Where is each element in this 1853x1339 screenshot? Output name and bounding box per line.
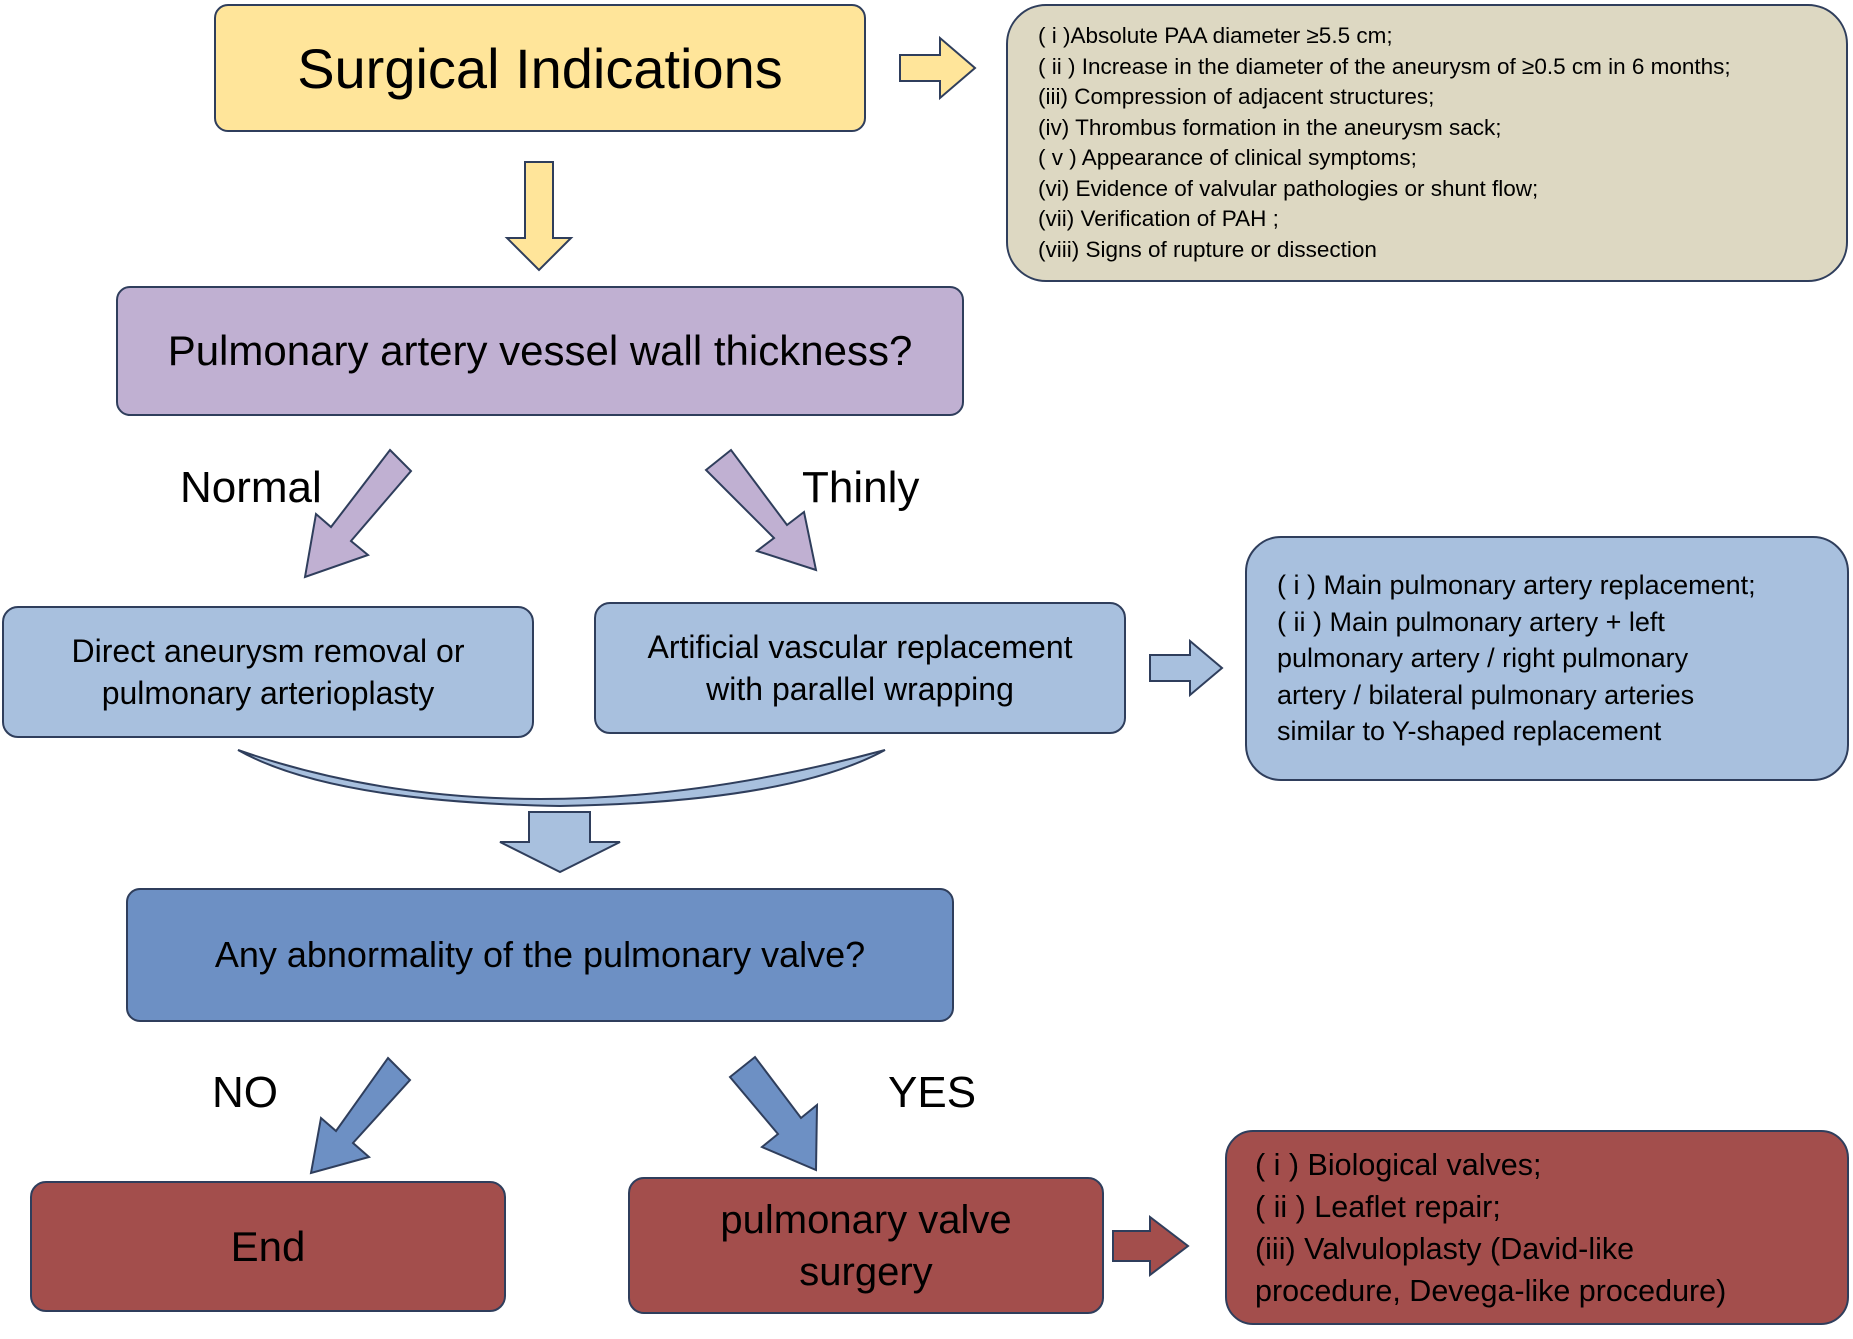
valve-option-item: ( ii ) Leaflet repair;: [1255, 1189, 1501, 1224]
replacement-option-item: similar to Y-shaped replacement: [1277, 716, 1662, 747]
artificial-replacement-line: with parallel wrapping: [706, 671, 1014, 707]
valve-question-label: Any abnormality of the pulmonary valve?: [214, 934, 866, 975]
arrow-down-valve: [499, 811, 621, 874]
indication-item: (iv) Thrombus formation in the aneurysm …: [1038, 114, 1502, 140]
direct-removal-box: Direct aneurysm removal or pulmonary art…: [2, 606, 534, 738]
replacement-option-item: artery / bilateral pulmonary arteries: [1277, 679, 1695, 710]
arrow-right-valve-options: [1112, 1214, 1190, 1278]
direct-removal-line: Direct aneurysm removal or: [71, 633, 465, 669]
indication-item: (viii) Signs of rupture or dissection: [1038, 236, 1377, 262]
replacement-option-item: pulmonary artery / right pulmonary: [1277, 643, 1689, 674]
valve-option-item: ( i ) Biological valves;: [1255, 1147, 1542, 1182]
arrow-normal: [303, 448, 413, 579]
valve-option-item: (iii) Valvuloplasty (David-like: [1255, 1231, 1635, 1266]
indications-list-box: ( i )Absolute PAA diameter ≥5.5 cm; ( ii…: [1006, 4, 1848, 282]
artificial-replacement-box: Artificial vascular replacement with par…: [594, 602, 1126, 734]
artificial-replacement-line: Artificial vascular replacement: [647, 629, 1073, 665]
indication-item: (iii) Compression of adjacent structures…: [1038, 84, 1435, 109]
merge-arc: [237, 749, 886, 808]
indication-item: ( i )Absolute PAA diameter ≥5.5 cm;: [1038, 23, 1393, 48]
no-label: NO: [212, 1068, 278, 1117]
arrow-down-wall-thickness: [504, 161, 574, 272]
valve-question-box: Any abnormality of the pulmonary valve?: [126, 888, 954, 1022]
arrow-right-indications: [899, 35, 977, 101]
indication-item: ( ii ) Increase in the diameter of the a…: [1038, 53, 1731, 79]
end-label: End: [230, 1222, 306, 1270]
wall-thickness-box: Pulmonary artery vessel wall thickness?: [116, 286, 964, 416]
valve-surgery-line: surgery: [799, 1249, 933, 1294]
thinly-label: Thinly: [802, 463, 920, 512]
arrow-thinly: [704, 448, 818, 572]
replacement-options-box: ( i ) Main pulmonary artery replacement;…: [1245, 536, 1849, 781]
valve-options-box: ( i ) Biological valves; ( ii ) Leaflet …: [1225, 1130, 1849, 1325]
replacement-option-item: ( i ) Main pulmonary artery replacement;: [1277, 570, 1756, 601]
surgical-indications-label: Surgical Indications: [297, 36, 783, 100]
arrow-no: [309, 1056, 412, 1175]
yes-label: YES: [888, 1068, 977, 1117]
direct-removal-line: pulmonary arterioplasty: [101, 675, 435, 711]
indication-item: ( v ) Appearance of clinical symptoms;: [1038, 145, 1417, 170]
arrow-yes: [728, 1055, 819, 1172]
arrow-right-replacement: [1149, 638, 1224, 698]
valve-surgery-box: pulmonary valve surgery: [628, 1177, 1104, 1314]
valve-surgery-line: pulmonary valve: [720, 1197, 1012, 1242]
indication-item: (vi) Evidence of valvular pathologies or…: [1038, 175, 1539, 201]
wall-thickness-label: Pulmonary artery vessel wall thickness?: [167, 327, 913, 374]
surgical-indications-box: Surgical Indications: [214, 4, 866, 132]
valve-option-item: procedure, Devega-like procedure): [1255, 1273, 1727, 1308]
normal-label: Normal: [180, 463, 322, 512]
indication-item: (vii) Verification of PAH ;: [1038, 206, 1279, 231]
replacement-option-item: ( ii ) Main pulmonary artery + left: [1277, 606, 1665, 637]
end-box: End: [30, 1181, 506, 1312]
